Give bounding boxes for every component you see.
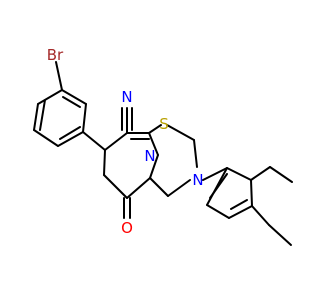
bond [55, 61, 63, 91]
bond [57, 131, 84, 147]
sulfur-atom-label: S [159, 115, 169, 133]
bond [104, 132, 128, 151]
bond [149, 177, 169, 197]
bond [62, 96, 81, 108]
bond [37, 89, 63, 105]
bromine-atom-label: Br [47, 46, 64, 64]
bond [166, 124, 195, 141]
atom-labels: Br N S N N O [47, 46, 204, 237]
bond [148, 132, 159, 156]
bond [202, 167, 228, 181]
bond [59, 126, 81, 140]
bond [126, 177, 151, 199]
bond [61, 89, 87, 105]
bond [206, 204, 230, 219]
bond [103, 149, 106, 176]
bond [82, 103, 87, 133]
ring-nitrogen-label: N [192, 171, 203, 189]
bond [269, 166, 293, 183]
bond [148, 124, 162, 134]
ring-nitrogen-label: N [144, 147, 155, 165]
bonds [33, 61, 293, 246]
nitrile-nitrogen-label: N [121, 88, 132, 106]
bond [149, 154, 159, 179]
bond [167, 179, 191, 197]
bond [251, 205, 270, 226]
bond [33, 103, 39, 131]
bond [268, 224, 292, 246]
bond [230, 199, 248, 210]
molecule-diagram: Br N S N N O [33, 46, 293, 246]
bond [193, 139, 198, 168]
bond [228, 205, 253, 219]
bond [250, 179, 253, 207]
bond [226, 167, 252, 181]
bond [209, 173, 228, 199]
bond [82, 131, 106, 151]
bond [33, 129, 59, 147]
bond [250, 166, 271, 181]
bond [103, 174, 128, 199]
structure-canvas: Br N S N N O [33, 46, 293, 246]
carbonyl-oxygen-label: O [121, 219, 133, 237]
bond [39, 99, 46, 131]
